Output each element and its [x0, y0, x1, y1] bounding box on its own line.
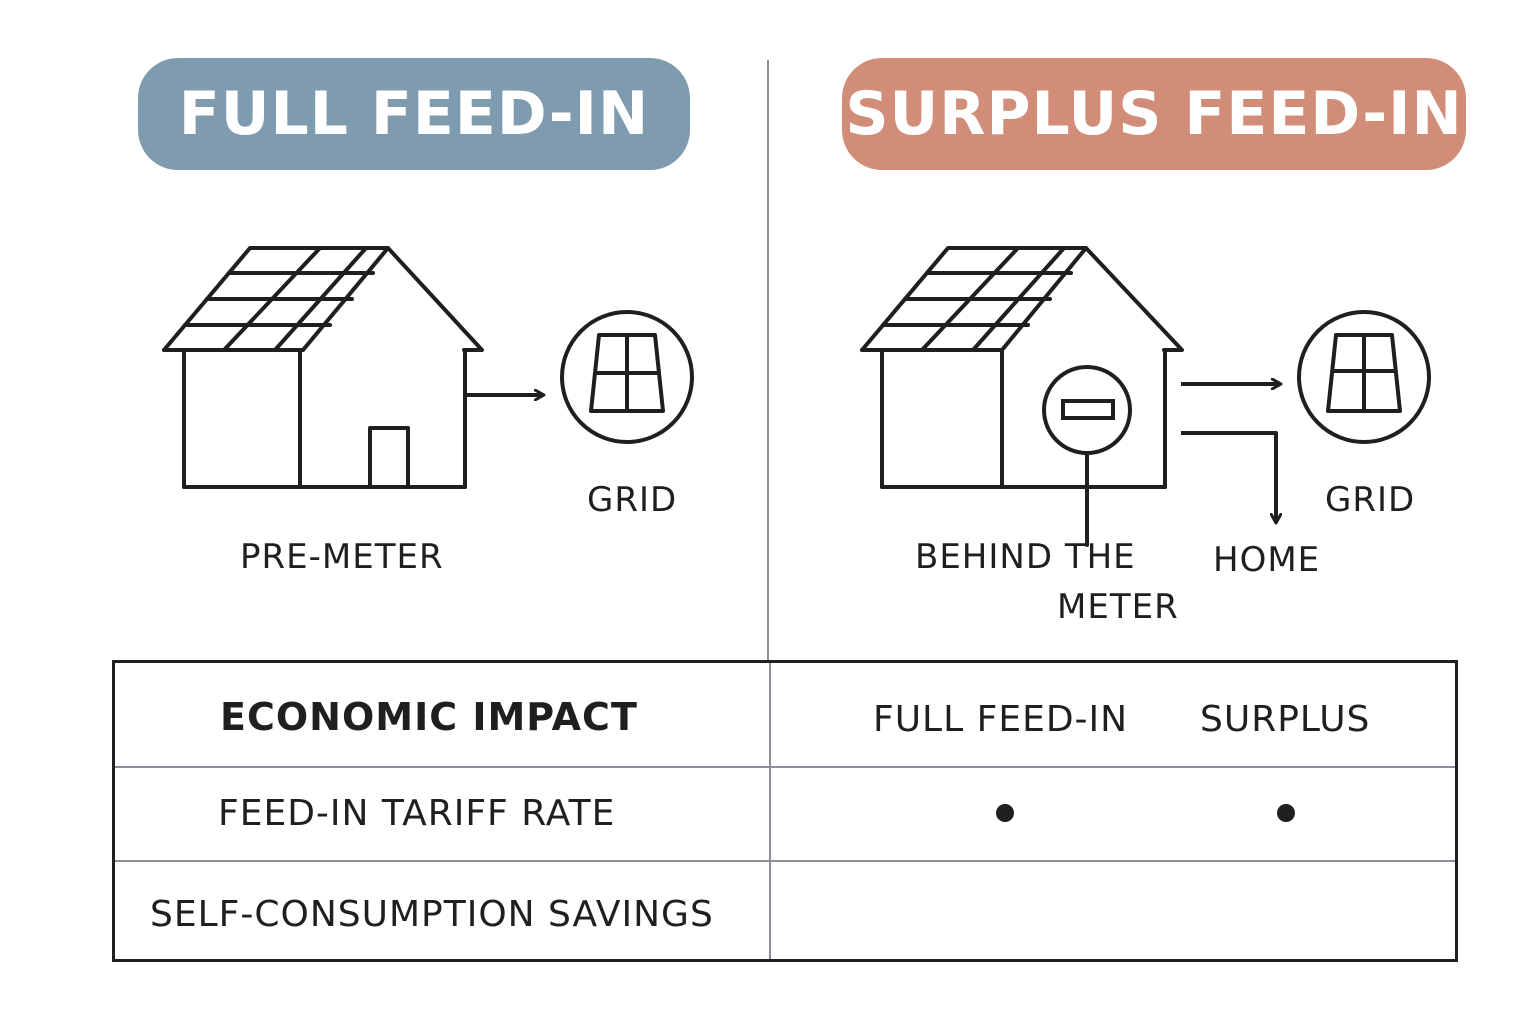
full-feed-in-header: FULL FEED-IN [138, 58, 690, 170]
table-column-divider [769, 663, 771, 959]
full-feed-in-tariff-dot [996, 804, 1014, 822]
table-header-full-feed-in: FULL FEED-IN [873, 699, 1129, 740]
grid-icon [560, 310, 694, 444]
behind-the-meter-label-line2: METER [1057, 587, 1179, 627]
feed-in-tariff-rate-label: FEED-IN TARIFF RATE [218, 793, 616, 834]
behind-the-meter-label-line1: BEHIND THE [915, 537, 1136, 577]
house-with-solar-panels-icon [162, 246, 484, 489]
illustration-canvas [162, 246, 1431, 547]
economic-impact-table: ECONOMIC IMPACT FULL FEED-IN SURPLUS FEE… [112, 660, 1458, 962]
self-consumption-savings-label: SELF-CONSUMPTION SAVINGS [150, 894, 714, 935]
surplus-feed-in-header: SURPLUS FEED-IN [842, 58, 1466, 170]
table-header-surplus: SURPLUS [1200, 699, 1371, 740]
surplus-tariff-dot [1277, 804, 1295, 822]
right-grid-label: GRID [1325, 480, 1416, 520]
table-header-label: ECONOMIC IMPACT [220, 695, 638, 739]
center-divider [767, 60, 769, 660]
pre-meter-label: PRE-METER [240, 537, 444, 577]
grid-icon [1297, 310, 1431, 444]
table-row-divider [115, 860, 1455, 862]
home-label: HOME [1213, 540, 1321, 580]
meter-icon [1042, 365, 1132, 547]
left-grid-label: GRID [587, 480, 678, 520]
house-with-solar-panels-icon [860, 246, 1184, 489]
arrow-down-icon [1181, 431, 1276, 522]
table-row-divider [115, 766, 1455, 768]
